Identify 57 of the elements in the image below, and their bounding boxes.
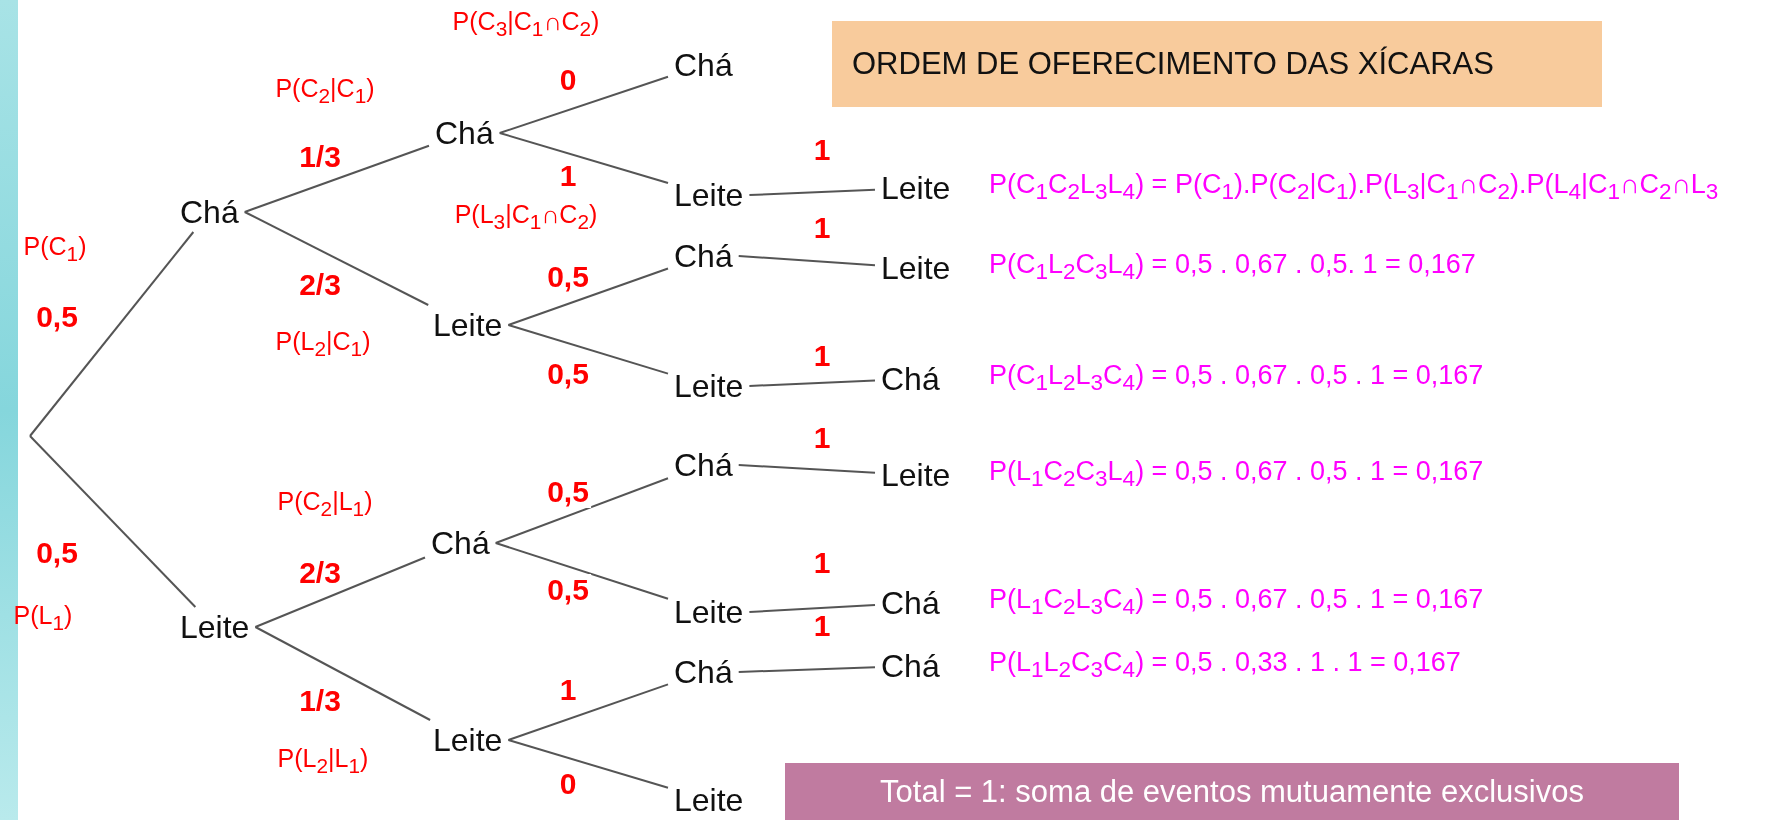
probability-formula: P(L$_{1}$L$_{2}$C$_{3}$C$_{4}$) = 0,5 . 0,33 . 1 . 1 = 0,167 (989, 645, 1461, 685)
branch-line (254, 626, 432, 721)
branch-line (507, 324, 669, 375)
branch-line (507, 683, 669, 741)
branch-line (507, 267, 669, 326)
probability-notation: P(C$_{2}$|C$_{1}$) (275, 73, 375, 109)
outcome-label: Leite (668, 366, 750, 406)
outcome-label: Chá (668, 652, 739, 692)
outcome-label: Leite (875, 168, 957, 208)
outcome-label: Leite (427, 305, 509, 345)
outcome-label: Chá (668, 445, 739, 485)
outcome-label: Leite (174, 607, 256, 647)
branch-line (243, 144, 430, 213)
branch-line (29, 435, 197, 608)
outcome-label: Leite (668, 592, 750, 632)
branch-line (243, 211, 430, 306)
outcome-label: Chá (668, 45, 739, 85)
edge-label: 0,5 (545, 574, 591, 606)
branch-line (498, 75, 669, 134)
outcome-label: Chá (875, 646, 946, 686)
probability-notation: P(L$_{2}$|C$_{1}$) (275, 326, 371, 362)
branch-line (494, 477, 669, 544)
probability-formula: P(C$_{1}$C$_{2}$L$_{3}$L$_{4}$) = P(C$_{1}$).P(C$_{2}$|C$_{1}$).P(L$_{3}$|C$_{1}$∩C$_{2}$).P(L$_{4}$|C$_{1}$∩C$_{2}$∩L$_{3}$ (989, 167, 1719, 207)
probability-notation: P(C$_{3}$|C$_{1}$∩C$_{2}$) (452, 6, 600, 42)
outcome-label: Leite (875, 248, 957, 288)
branch-line (507, 739, 669, 789)
outcome-label: Leite (668, 175, 750, 215)
probability-notation: P(L$_{2}$|L$_{1}$) (277, 743, 369, 779)
outcome-label: Chá (425, 523, 496, 563)
branch-line (748, 188, 876, 196)
probability-formula: P(C$_{1}$L$_{2}$L$_{3}$C$_{4}$) = 0,5 . 0,67 . 0,5 . 1 = 0,167 (989, 358, 1484, 398)
outcome-label: Leite (668, 780, 750, 820)
outcome-label: Chá (875, 583, 946, 623)
outcome-label: Chá (174, 192, 245, 232)
probability-notation: P(C$_{2}$|L$_{1}$) (277, 486, 373, 522)
probability-formula: P(L$_{1}$C$_{2}$C$_{3}$L$_{4}$) = 0,5 . 0,67 . 0,5 . 1 = 0,167 (989, 454, 1484, 494)
probability-notation: P(L$_{3}$|C$_{1}$∩C$_{2}$) (454, 199, 598, 235)
branch-line (737, 464, 876, 474)
summary-banner: Total = 1: soma de eventos mutuamente exclusivos (785, 763, 1679, 820)
probability-notation: P(C$_{1}$) (23, 231, 87, 267)
branch-line (748, 604, 876, 613)
probability-notation: P(L$_{1}$) (13, 600, 73, 636)
branch-line (737, 666, 876, 673)
outcome-label: Chá (429, 113, 500, 153)
outcome-label: Leite (427, 720, 509, 760)
probability-formula: P(L$_{1}$C$_{2}$L$_{3}$C$_{4}$) = 0,5 . 0,67 . 0,5 . 1 = 0,167 (989, 582, 1484, 622)
branch-line (737, 255, 876, 267)
outcome-label: Leite (875, 455, 957, 495)
branch-line (498, 132, 669, 184)
branch-line (494, 542, 669, 600)
branch-line (254, 556, 426, 628)
outcome-label: Chá (668, 236, 739, 276)
title-banner: ORDEM DE OFERECIMENTO DAS XÍCARAS (832, 21, 1602, 107)
branch-line (748, 379, 876, 387)
branch-line (29, 231, 195, 437)
outcome-label: Chá (875, 359, 946, 399)
probability-formula: P(C$_{1}$L$_{2}$C$_{3}$L$_{4}$) = 0,5 . 0,67 . 0,5. 1 = 0,167 (989, 247, 1476, 287)
